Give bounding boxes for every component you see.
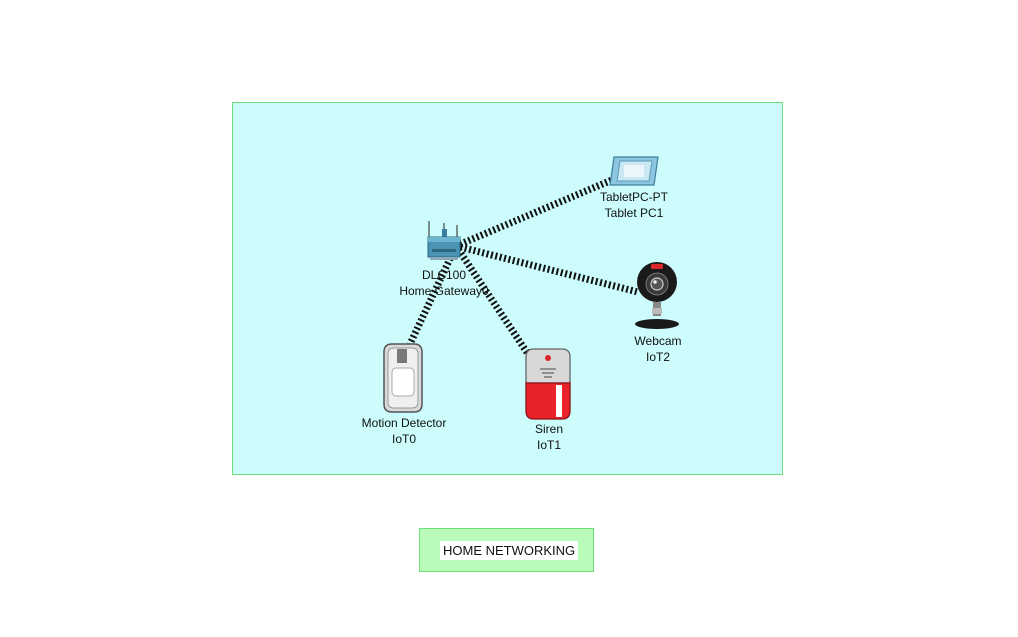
home-gateway-name: Home Gateway0	[399, 284, 489, 298]
tablet-pc-device[interactable]	[608, 155, 660, 187]
wireless-link-gateway-siren[interactable]	[453, 244, 531, 356]
tablet-pc-icon	[609, 156, 659, 186]
home-gateway-model: DLC100	[421, 268, 467, 282]
motion-detector-label: Motion Detector IoT0	[362, 415, 447, 447]
home-gateway-label: DLC100 Home Gateway0	[399, 267, 488, 299]
motion-detector-icon	[383, 343, 423, 413]
webcam-model: Webcam	[634, 334, 682, 348]
siren-icon	[525, 348, 571, 420]
webcam-icon	[635, 262, 679, 329]
wireless-link-gateway-motion[interactable]	[406, 244, 460, 346]
webcam-device[interactable]	[632, 260, 682, 332]
webcam-label: Webcam IoT2	[634, 333, 681, 365]
home-gateway-device[interactable]	[424, 219, 464, 265]
home-networking-title: HOME NETWORKING	[440, 541, 579, 560]
tablet-pc-label: TabletPC-PT Tablet PC1	[600, 189, 668, 221]
siren-name: IoT1	[536, 438, 562, 452]
tablet-pc-model: TabletPC-PT	[599, 190, 669, 204]
home-networking-note[interactable]: HOME NETWORKING	[419, 528, 594, 572]
siren-label: Siren IoT1	[535, 421, 563, 453]
home-network-area[interactable]	[232, 102, 783, 475]
wireless-link-gateway-tablet[interactable]	[454, 176, 614, 250]
siren-device[interactable]	[522, 347, 574, 421]
tablet-pc-name: Tablet PC1	[604, 206, 664, 220]
siren-model: Siren	[534, 422, 564, 436]
webcam-name: IoT2	[645, 350, 671, 364]
motion-detector-device[interactable]	[378, 342, 428, 414]
motion-detector-name: IoT0	[391, 432, 417, 446]
home-gateway-icon	[427, 221, 461, 260]
motion-detector-model: Motion Detector	[361, 416, 447, 430]
